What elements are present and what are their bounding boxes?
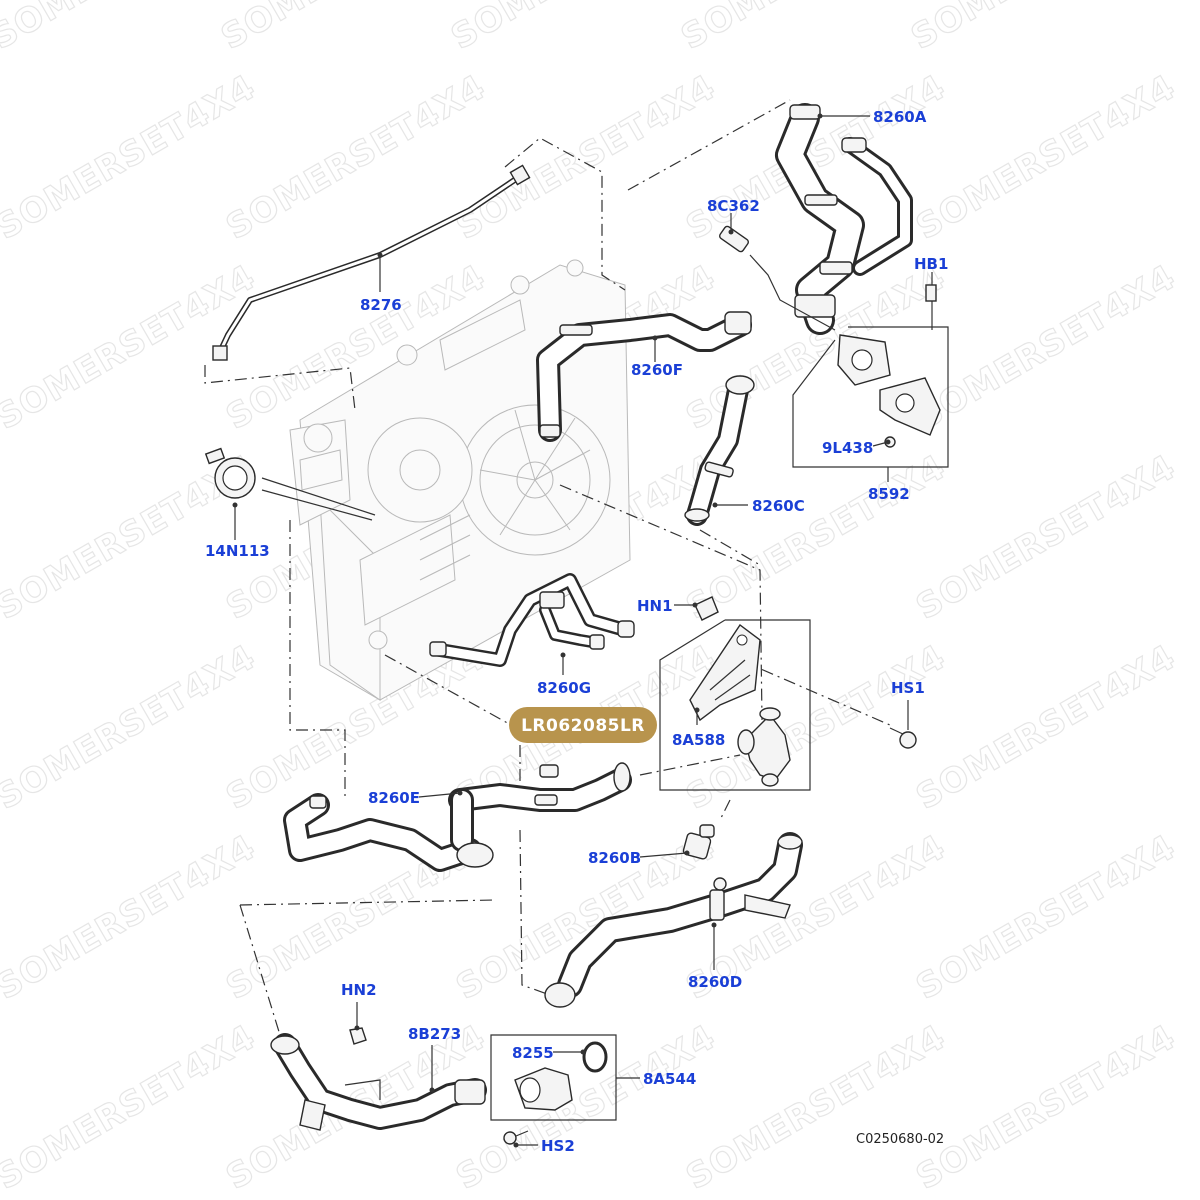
- group-boxes: [490, 326, 949, 1121]
- part-number-badge[interactable]: LR062085LR: [509, 707, 657, 743]
- label-HB1: HB1: [914, 255, 948, 273]
- part-8A544-housing: [514, 1067, 573, 1111]
- part-8260F-hose: [536, 311, 752, 442]
- badge-label: LR062085LR: [521, 716, 645, 736]
- watermark-text: SOMERSET4X4: [910, 447, 1183, 628]
- label-8B273: 8B273: [408, 1025, 461, 1043]
- part-8B273-hose: [270, 1033, 487, 1131]
- part-HS1-bolt: [889, 727, 917, 749]
- label-8260A: 8260A: [873, 108, 927, 126]
- part-8260C-hose: [684, 375, 755, 526]
- label-8276: 8276: [360, 296, 402, 314]
- label-8255: 8255: [512, 1044, 554, 1062]
- label-HN2: HN2: [341, 981, 377, 999]
- watermark-text: SOMERSET4X4: [910, 827, 1183, 1008]
- connector-lines: [204, 99, 891, 1036]
- watermark-text: SOMERSET4X4: [215, 0, 488, 58]
- part-8255-o-ring: [582, 1041, 608, 1073]
- part-8260B-connector: [682, 824, 715, 860]
- part-labels: 8260A 8C362 HB1 8276 8260F 8260C 9L438 8…: [205, 108, 948, 1155]
- part-8276-bleed-pipe: [212, 164, 531, 361]
- part-HN1-nut: [694, 596, 719, 621]
- watermark-text: SOMERSET4X4: [905, 0, 1178, 58]
- part-8260E-hose: [283, 762, 632, 872]
- part-14N113-clamp: [204, 447, 376, 521]
- part-8C362-sensor: [718, 225, 836, 331]
- leader-lines: [232, 113, 933, 1148]
- watermark-text: SOMERSET4X4: [910, 67, 1183, 248]
- watermark-text: SOMERSET4X4: [675, 0, 948, 58]
- label-8260C: 8260C: [752, 497, 805, 515]
- part-8260D-hose: [544, 832, 803, 1008]
- diagram-reference: C0250680-02: [856, 1132, 944, 1147]
- part-8260G-hose: [429, 573, 635, 667]
- label-HS1: HS1: [891, 679, 925, 697]
- label-8260G: 8260G: [537, 679, 591, 697]
- watermark-text: SOMERSET4X4: [910, 257, 1183, 438]
- watermark-text: SOMERSET4X4: [910, 1017, 1183, 1198]
- label-8260F: 8260F: [631, 361, 683, 379]
- label-9L438: 9L438: [822, 439, 873, 457]
- watermark-text: SOMERSET4X4: [910, 637, 1183, 818]
- watermark-text: SOMERSET4X4: [450, 67, 723, 248]
- label-8A544: 8A544: [643, 1070, 696, 1088]
- label-8260D: 8260D: [688, 973, 742, 991]
- label-14N113: 14N113: [205, 542, 270, 560]
- label-8C362: 8C362: [707, 197, 760, 215]
- label-8A588: 8A588: [672, 731, 725, 749]
- label-8260E: 8260E: [368, 789, 420, 807]
- label-8592: 8592: [868, 485, 910, 503]
- label-HS2: HS2: [541, 1137, 575, 1155]
- part-HS2-bolt: [503, 1130, 529, 1145]
- part-HN2-nut: [349, 1027, 367, 1045]
- label-8260B: 8260B: [588, 849, 641, 867]
- label-HN1: HN1: [637, 597, 673, 615]
- badge-background: [509, 707, 657, 743]
- part-8A588-bracket: [689, 623, 761, 722]
- part-8260A-hose: [775, 103, 913, 335]
- part-outlet-housing: [737, 707, 791, 787]
- part-8592-thermostat-housing: [837, 284, 941, 448]
- watermark-text: SOMERSET4X4: [680, 1017, 953, 1198]
- watermark-text: SOMERSET4X4: [445, 0, 718, 58]
